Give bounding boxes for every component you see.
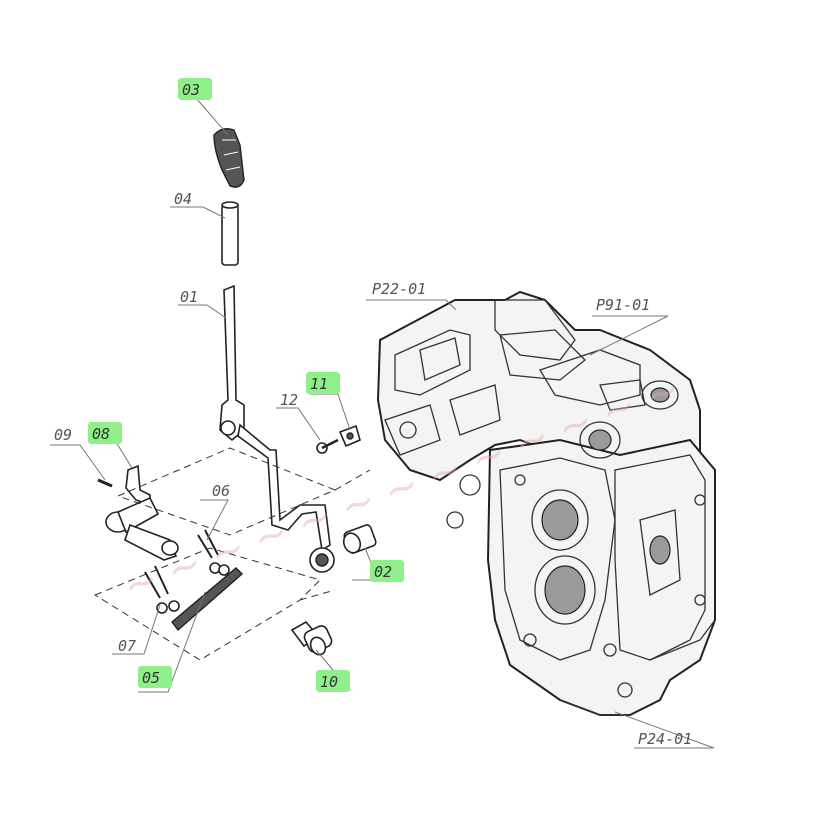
ref-p22-01: P22-01 (372, 280, 426, 298)
shift-lever-assembly (93, 128, 377, 661)
connecting-rod (171, 567, 244, 632)
spring-pin-set-07 (144, 565, 180, 614)
shift-lever-rod (219, 284, 245, 442)
callout-04: 04 (174, 190, 192, 208)
highlight-boxes (88, 78, 404, 692)
callout-11: 11 (310, 375, 328, 393)
elbow-fitting (290, 620, 333, 656)
pin (97, 478, 113, 488)
spring-pin-set-06 (197, 529, 230, 576)
transmission-housing (376, 290, 716, 716)
callout-03: 03 (182, 81, 200, 99)
callout-07: 07 (118, 637, 136, 655)
bolt (316, 438, 339, 454)
bushing (309, 524, 377, 573)
ref-p24-01: P24-01 (638, 730, 692, 748)
callout-10: 10 (320, 673, 338, 691)
callout-06: 06 (212, 482, 230, 500)
ref-p91-01: P91-01 (596, 296, 650, 314)
lever-tube (221, 201, 239, 266)
lever-knob (213, 128, 245, 188)
callout-02: 02 (374, 563, 392, 581)
callout-01: 01 (180, 288, 198, 306)
callout-05: 05 (142, 669, 160, 687)
retaining-clip (338, 424, 361, 448)
leader-lines (50, 97, 715, 749)
callout-12: 12 (280, 391, 298, 409)
callout-08: 08 (92, 425, 110, 443)
callout-09: 09 (54, 426, 72, 444)
callout-labels: 03 04 01 12 11 09 08 06 07 05 02 10 P22-… (54, 81, 692, 748)
